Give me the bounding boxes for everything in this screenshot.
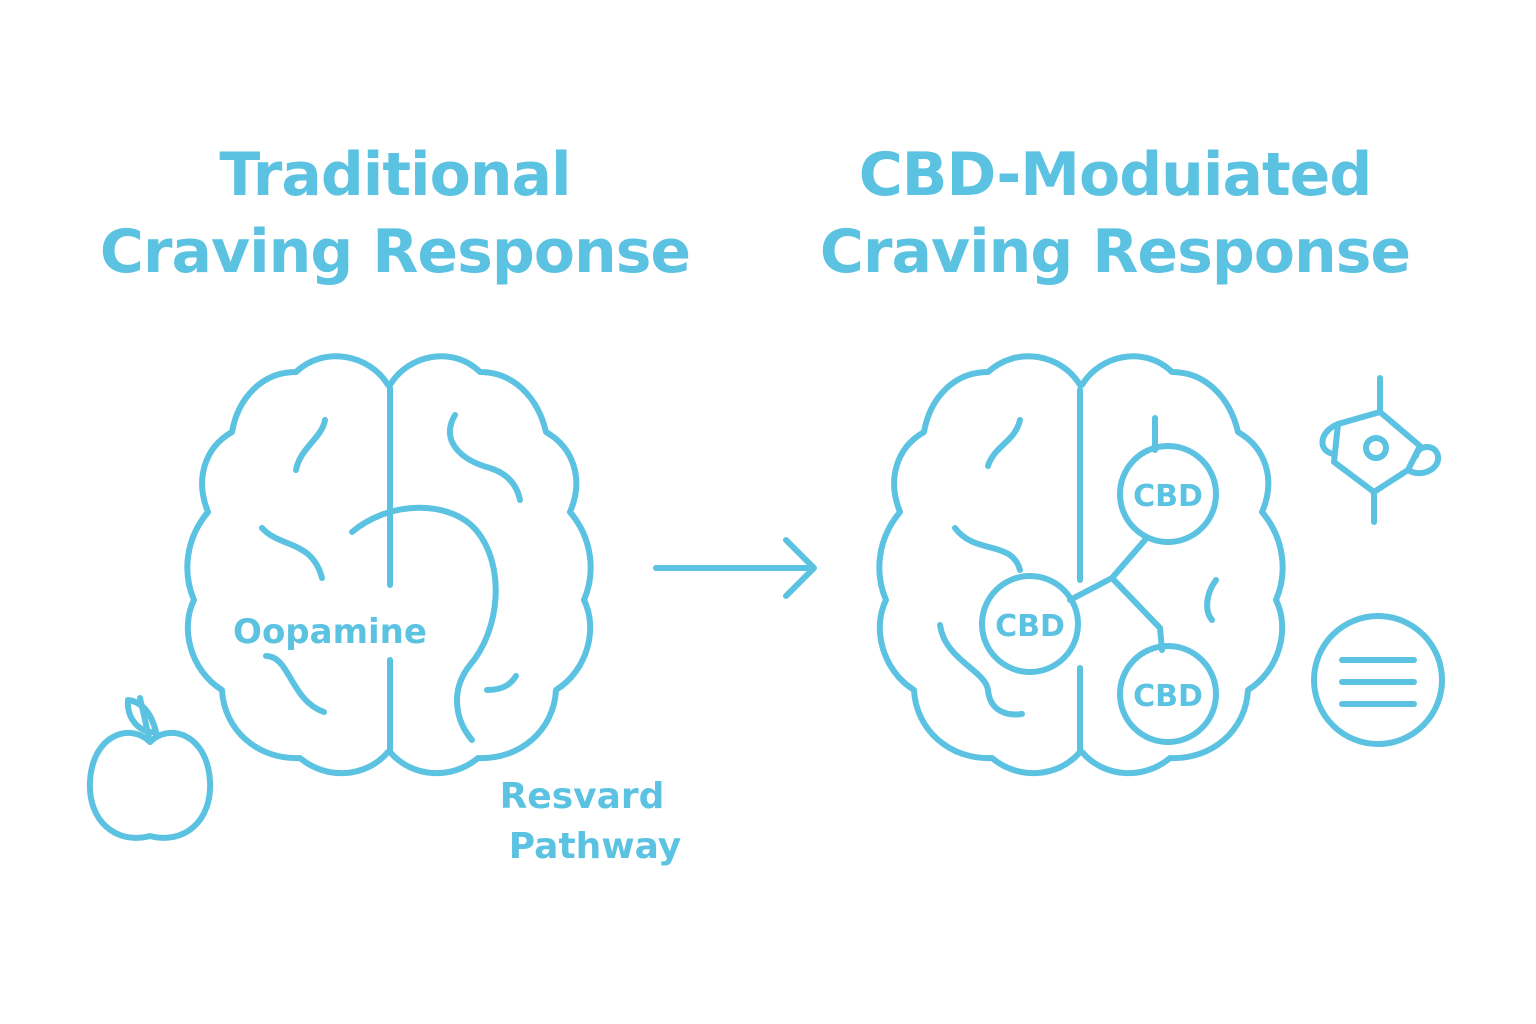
left-title: Traditional Craving Response [100,140,691,287]
arrow-right-icon [653,537,817,599]
left-brain-icon [184,353,594,777]
molecule-icon [1319,375,1442,525]
right-title-line1: CBD-Moduiated [859,140,1372,210]
right-title: CBD-Moduiated Craving Response [820,140,1411,287]
reward-label-line1: Resvard [500,776,665,817]
left-title-line1: Traditional [219,140,570,210]
apple-icon [86,695,214,841]
left-title-line2: Craving Response [100,217,690,287]
cbd-node-label: CBD [1133,679,1203,714]
cbd-node-label: CBD [1133,479,1203,514]
right-title-line2: Craving Response [820,217,1410,287]
reward-label-line2: Pathway [509,826,681,867]
menu-lines-icon [1311,613,1445,747]
right-brain-icon [876,353,1286,777]
cbd-node-label: CBD [995,609,1065,644]
dopamine-label: Oopamine [233,612,427,652]
